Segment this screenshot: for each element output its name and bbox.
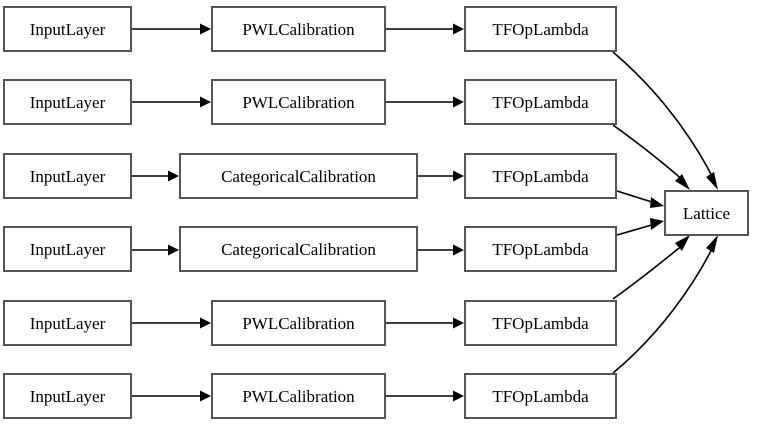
node-label: InputLayer <box>29 92 106 112</box>
edge-calibration-to-lambda-row4 <box>418 244 464 256</box>
node-label: InputLayer <box>29 166 106 186</box>
node-input-layer-row5[interactable]: InputLayer <box>3 300 132 346</box>
node-pwl-calibration-row2[interactable]: PWLCalibration <box>211 79 386 125</box>
edge-calibration-to-lambda-row2 <box>386 96 464 108</box>
node-input-layer-row6[interactable]: InputLayer <box>3 373 132 419</box>
node-label: InputLayer <box>29 386 106 406</box>
node-lattice-output[interactable]: Lattice <box>664 190 749 236</box>
node-input-layer-row2[interactable]: InputLayer <box>3 79 132 125</box>
edge-lambda-to-lattice-row6 <box>612 235 718 374</box>
node-label: TFOpLambda <box>492 313 589 333</box>
node-tfoplambda-row4[interactable]: TFOpLambda <box>464 226 617 272</box>
node-label: CategoricalCalibration <box>221 166 376 186</box>
node-label: PWLCalibration <box>242 19 355 39</box>
edge-lambda-to-lattice-row3 <box>616 190 664 208</box>
edge-lambda-to-lattice-row2 <box>612 124 690 190</box>
edge-input-to-calibration-row3 <box>132 170 179 182</box>
edge-input-to-calibration-row1 <box>132 23 211 35</box>
node-label: InputLayer <box>29 19 106 39</box>
edge-input-to-calibration-row2 <box>132 96 211 108</box>
node-categorical-calibration-row4[interactable]: CategoricalCalibration <box>179 226 418 272</box>
node-label: TFOpLambda <box>492 92 589 112</box>
node-label: PWLCalibration <box>242 92 355 112</box>
node-pwl-calibration-row6[interactable]: PWLCalibration <box>211 373 386 419</box>
edge-lambda-to-lattice-row1 <box>612 51 718 190</box>
edge-calibration-to-lambda-row6 <box>386 390 464 402</box>
node-label: TFOpLambda <box>492 19 589 39</box>
edge-input-to-calibration-row5 <box>132 317 211 329</box>
node-label: InputLayer <box>29 239 106 259</box>
edge-lambda-to-lattice-row5 <box>612 235 690 300</box>
node-label: TFOpLambda <box>492 239 589 259</box>
node-label: CategoricalCalibration <box>221 239 376 259</box>
node-label: InputLayer <box>29 313 106 333</box>
edge-calibration-to-lambda-row5 <box>386 317 464 329</box>
node-input-layer-row4[interactable]: InputLayer <box>3 226 132 272</box>
node-label: Lattice <box>682 203 731 223</box>
node-label: PWLCalibration <box>242 313 355 333</box>
edge-input-to-calibration-row4 <box>132 244 179 256</box>
node-tfoplambda-row3[interactable]: TFOpLambda <box>464 153 617 199</box>
node-pwl-calibration-row5[interactable]: PWLCalibration <box>211 300 386 346</box>
edge-calibration-to-lambda-row1 <box>386 23 464 35</box>
node-pwl-calibration-row1[interactable]: PWLCalibration <box>211 6 386 52</box>
node-tfoplambda-row5[interactable]: TFOpLambda <box>464 300 617 346</box>
node-input-layer-row3[interactable]: InputLayer <box>3 153 132 199</box>
edge-input-to-calibration-row6 <box>132 390 211 402</box>
node-input-layer-row1[interactable]: InputLayer <box>3 6 132 52</box>
node-label: PWLCalibration <box>242 386 355 406</box>
node-tfoplambda-row2[interactable]: TFOpLambda <box>464 79 617 125</box>
node-label: TFOpLambda <box>492 166 589 186</box>
node-tfoplambda-row6[interactable]: TFOpLambda <box>464 373 617 419</box>
node-tfoplambda-row1[interactable]: TFOpLambda <box>464 6 617 52</box>
node-categorical-calibration-row3[interactable]: CategoricalCalibration <box>179 153 418 199</box>
edge-calibration-to-lambda-row3 <box>418 170 464 182</box>
edge-lambda-to-lattice-row4 <box>616 218 664 236</box>
node-label: TFOpLambda <box>492 386 589 406</box>
